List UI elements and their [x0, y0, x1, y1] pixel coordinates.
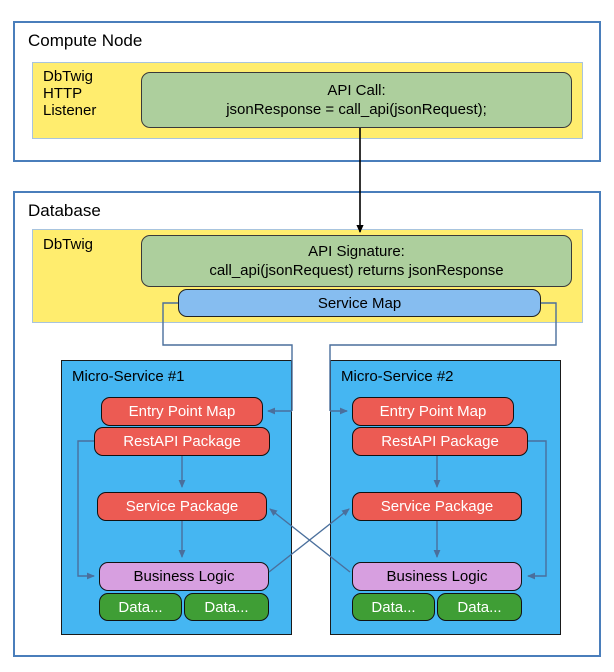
microservice-2-title: Micro-Service #2: [341, 368, 454, 385]
compute-node-title: Compute Node: [28, 31, 143, 50]
ms2-service-package[interactable]: Service Package: [352, 492, 522, 521]
database-dbtwig-label: DbTwig: [43, 236, 94, 253]
ms2-data-right[interactable]: Data...: [437, 593, 522, 621]
ms1-entry-point-map[interactable]: Entry Point Map: [101, 397, 263, 426]
ms2-entry-point-map[interactable]: Entry Point Map: [352, 397, 514, 426]
ms1-data-right[interactable]: Data...: [184, 593, 269, 621]
ms1-data-left[interactable]: Data...: [99, 593, 182, 621]
compute-dbtwig-label: DbTwig HTTP Listener: [43, 68, 97, 119]
ms2-business-logic[interactable]: Business Logic: [352, 562, 522, 591]
ms2-restapi-package[interactable]: RestAPI Package: [352, 427, 528, 456]
database-title: Database: [28, 201, 101, 220]
api-signature-node[interactable]: API Signature: call_api(jsonRequest) ret…: [141, 235, 572, 287]
ms1-restapi-package[interactable]: RestAPI Package: [94, 427, 270, 456]
ms1-service-package[interactable]: Service Package: [97, 492, 267, 521]
ms1-business-logic[interactable]: Business Logic: [99, 562, 269, 591]
api-call-node[interactable]: API Call: jsonResponse = call_api(jsonRe…: [141, 72, 572, 128]
microservice-1-title: Micro-Service #1: [72, 368, 185, 385]
ms2-data-left[interactable]: Data...: [352, 593, 435, 621]
service-map-node[interactable]: Service Map: [178, 289, 541, 317]
